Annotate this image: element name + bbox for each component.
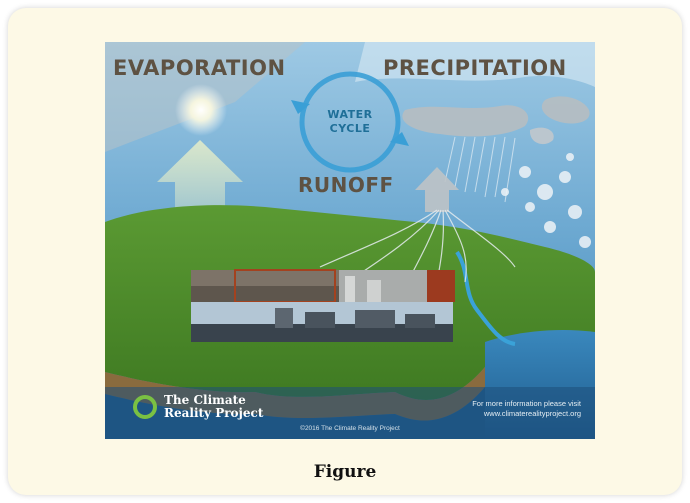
rain-cloud-1 [402, 105, 529, 137]
water-cycle-illustration: EVAPORATION PRECIPITATION RUNOFF WATER C… [105, 42, 595, 439]
more-info-text: For more information please visit www.cl… [411, 399, 581, 419]
footer-band [105, 387, 595, 439]
figure-caption: Figure [313, 462, 377, 482]
runoff-label: RUNOFF [298, 173, 394, 197]
river [455, 250, 516, 346]
snow [501, 153, 591, 248]
cloud-top [355, 42, 595, 87]
water-cycle-line-2: CYCLE [329, 122, 371, 135]
logo-text-line-2: Reality Project [164, 406, 264, 420]
water-cycle-ring [291, 71, 409, 173]
logo-ring-icon [133, 395, 157, 419]
rain-cloud-3 [529, 127, 554, 145]
climate-reality-logo: The Climate Reality Project [133, 394, 263, 420]
logo-text: The Climate Reality Project [164, 394, 263, 420]
city-collage [191, 269, 455, 342]
water-cycle-scene [105, 42, 595, 439]
precipitation-label: PRECIPITATION [383, 56, 567, 80]
logo-text-line-1: The Climate [164, 393, 246, 407]
more-info-url: www.climaterealityproject.org [483, 409, 581, 418]
rain-cloud-2 [541, 96, 590, 124]
rain [444, 136, 516, 203]
more-info-line-1: For more information please visit [472, 399, 581, 408]
evaporation-label: EVAPORATION [113, 56, 286, 80]
water-cycle-line-1: WATER [327, 108, 373, 121]
sun [175, 84, 227, 136]
copyright-text: ©2016 The Climate Reality Project [300, 425, 400, 432]
runoff-arrow [415, 167, 459, 212]
water-cycle-label: WATER CYCLE [310, 108, 390, 136]
